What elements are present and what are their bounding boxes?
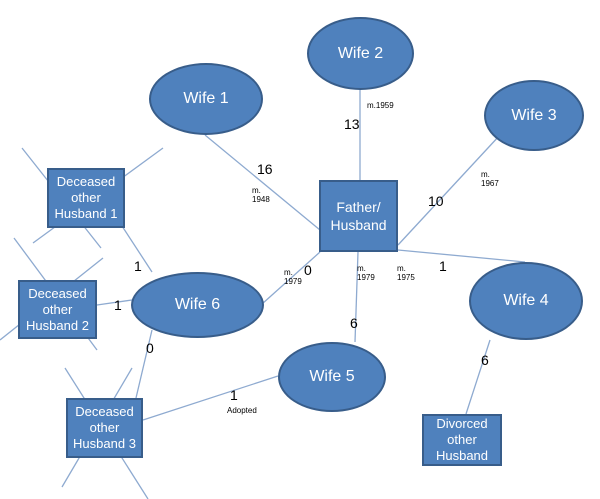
count-wife6-h2: 1 xyxy=(114,297,122,313)
wife-1-node: Wife 1 xyxy=(149,63,263,135)
marriage-wife5: m. 1979 xyxy=(357,264,375,282)
line-wife6-h1 xyxy=(121,225,153,273)
count-wife5-adopted: 1 xyxy=(230,387,238,403)
count-wife1: 16 xyxy=(257,161,273,177)
line-wife4-divorced xyxy=(465,339,491,415)
marriage-wife2: m.1959 xyxy=(367,101,394,110)
line-wife5-father xyxy=(354,251,359,343)
marriage-wife4: m. 1975 xyxy=(397,264,415,282)
line-wife5-h3 xyxy=(142,375,279,421)
count-wife4-child: 6 xyxy=(481,352,489,368)
wife-6-node: Wife 6 xyxy=(131,272,264,338)
count-wife4: 1 xyxy=(439,258,447,274)
count-wife6-h1: 1 xyxy=(134,258,142,274)
count-wife5: 6 xyxy=(350,315,358,331)
marriage-wife1: m. 1948 xyxy=(252,186,270,204)
count-wife2: 13 xyxy=(344,116,360,132)
marriage-wife3: m. 1967 xyxy=(481,170,499,188)
count-wife3: 10 xyxy=(428,193,444,209)
adopted-note: Adopted xyxy=(227,406,257,415)
wife-4-node: Wife 4 xyxy=(469,262,583,340)
line-wife4-father xyxy=(397,249,526,263)
wife-2-node: Wife 2 xyxy=(307,17,414,90)
wife-5-node: Wife 5 xyxy=(278,342,386,412)
line-wife6-h2 xyxy=(96,299,133,306)
deceased-husband-3-node: Deceased other Husband 3 xyxy=(66,398,143,458)
line-wife6-h3 xyxy=(135,329,153,399)
deceased-husband-1-node: Deceased other Husband 1 xyxy=(47,168,125,228)
divorced-husband-node: Divorced other Husband xyxy=(422,414,502,466)
wife-3-node: Wife 3 xyxy=(484,80,584,151)
deceased-husband-2-node: Deceased other Husband 2 xyxy=(18,280,97,339)
father-husband-node: Father/ Husband xyxy=(319,180,398,252)
count-wife6: 0 xyxy=(304,262,312,278)
line-wife6-father xyxy=(261,251,321,305)
marriage-wife6: m. 1979 xyxy=(284,268,302,286)
line-wife1-father xyxy=(204,134,321,231)
line-wife3-father xyxy=(397,134,501,246)
count-wife6-h3: 0 xyxy=(146,340,154,356)
